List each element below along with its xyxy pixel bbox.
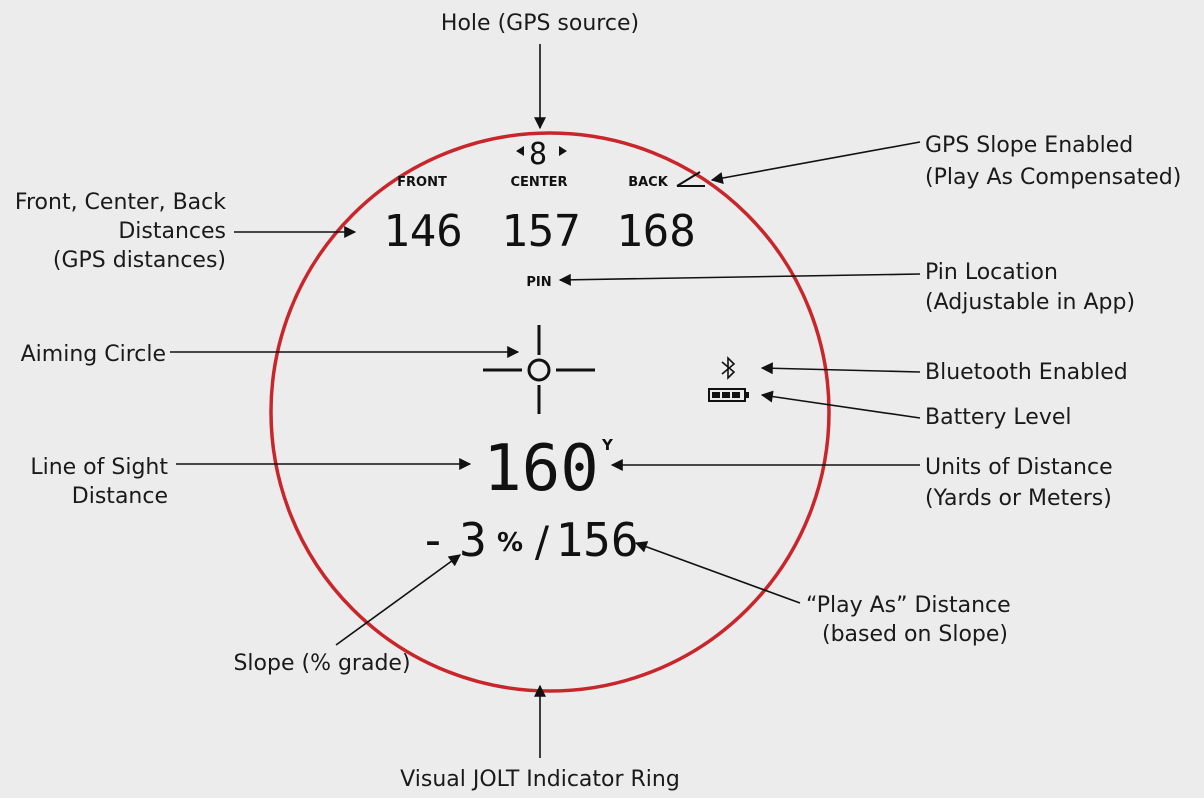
- hole-number: 8: [529, 137, 547, 172]
- back-distance: 168: [616, 206, 695, 257]
- label-battery: Battery Level: [925, 405, 1072, 430]
- label-gps-slope-line1: GPS Slope Enabled: [925, 133, 1133, 158]
- label-aiming-circle: Aiming Circle: [21, 342, 166, 367]
- slope-percent-sign: %: [497, 528, 523, 558]
- arrow-gps-slope: [710, 141, 921, 184]
- slope-sign: -: [419, 513, 447, 567]
- hole-right-arrow-icon: [559, 146, 567, 156]
- slope-angle-icon: [676, 171, 705, 187]
- front-label: FRONT: [397, 175, 447, 190]
- battery-icon: [708, 388, 749, 402]
- arrow-bluetooth: [760, 362, 921, 375]
- label-los-line2: Distance: [72, 484, 168, 509]
- slash: /: [535, 517, 550, 566]
- bluetooth-icon: [721, 356, 736, 380]
- pin-label: PIN: [526, 275, 551, 290]
- callout-arrows: [170, 44, 921, 758]
- unit-indicator: Y: [601, 436, 614, 454]
- aiming-reticle: [483, 325, 595, 414]
- label-slope-grade: Slope (% grade): [233, 651, 410, 676]
- hole-left-arrow-icon: [516, 146, 524, 156]
- label-hole-gps-source: Hole (GPS source): [441, 11, 639, 36]
- label-fcb-line2: Distances: [118, 219, 226, 244]
- arrow-play-as: [634, 541, 801, 604]
- jolt-indicator-ring: [269, 131, 831, 693]
- label-jolt-ring: Visual JOLT Indicator Ring: [400, 767, 680, 792]
- label-bluetooth: Bluetooth Enabled: [925, 360, 1128, 385]
- label-fcb-line1: Front, Center, Back: [15, 190, 226, 215]
- label-play-as-line2: (based on Slope): [822, 622, 1008, 647]
- line-of-sight-distance: 160: [483, 432, 599, 506]
- center-label: CENTER: [510, 175, 567, 190]
- center-distance: 157: [501, 206, 580, 257]
- label-fcb-line3: (GPS distances): [53, 248, 226, 273]
- arrow-slope: [335, 554, 461, 646]
- back-label: BACK: [628, 175, 669, 190]
- label-los-line1: Line of Sight: [30, 455, 168, 480]
- label-pin-line2: (Adjustable in App): [925, 290, 1135, 315]
- label-play-as-line1: “Play As” Distance: [806, 593, 1011, 618]
- slope-value: 3: [459, 513, 487, 567]
- front-distance: 146: [383, 206, 462, 257]
- label-pin-line1: Pin Location: [925, 260, 1058, 285]
- arrow-battery: [760, 390, 921, 419]
- play-as-distance: 156: [555, 513, 638, 567]
- label-units-line2: (Yards or Meters): [925, 486, 1112, 511]
- arrow-pin: [558, 273, 921, 286]
- label-units-line1: Units of Distance: [925, 455, 1113, 480]
- label-gps-slope-line2: (Play As Compensated): [925, 165, 1181, 190]
